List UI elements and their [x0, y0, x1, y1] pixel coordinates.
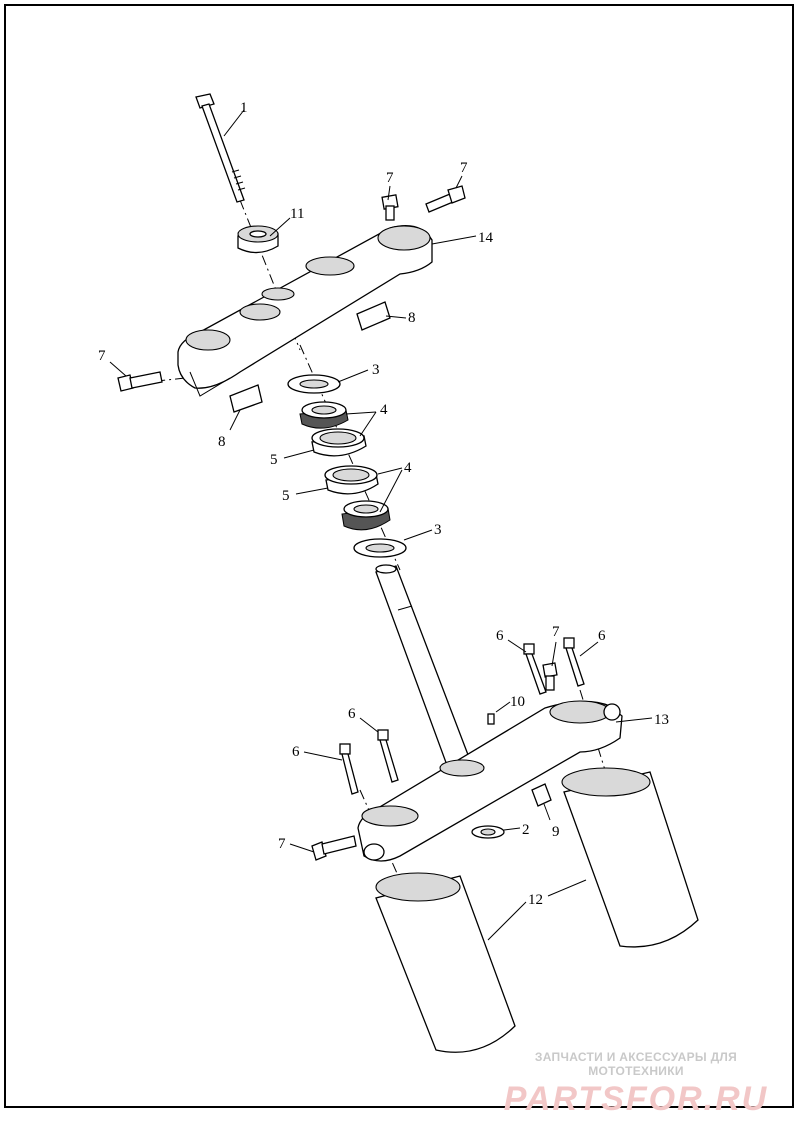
leader-7d [551, 641, 557, 667]
callout-6c: 6 [348, 706, 356, 722]
label-pad-upper [356, 301, 391, 331]
upper-triple-clamp [177, 225, 433, 397]
leader-4a2 [359, 411, 377, 437]
leader-4b2 [379, 469, 403, 513]
callout-5a: 5 [270, 452, 278, 468]
leader-8b [229, 409, 241, 431]
drawing-frame [4, 4, 794, 1108]
leader-14 [431, 235, 477, 245]
dust-seal-upper [287, 374, 341, 394]
callout-12: 12 [528, 892, 543, 908]
leader-13 [615, 717, 653, 723]
callout-1: 1 [240, 100, 248, 116]
watermark: ЗАПЧАСТИ И АКСЕССУАРЫ ДЛЯ МОТОТЕХНИКИ PA… [486, 1050, 786, 1119]
callout-8a: 8 [408, 310, 416, 326]
leader-8a [385, 315, 407, 319]
bearing-race-lower [324, 465, 379, 495]
fork-tube-right [561, 767, 699, 948]
callout-13: 13 [654, 712, 669, 728]
flat-washer [471, 825, 505, 839]
leader-4a [345, 411, 377, 415]
label-pad-lower-clamp [531, 783, 552, 807]
leader-12b [547, 879, 587, 897]
leader-3a [337, 369, 369, 383]
callout-3a: 3 [372, 362, 380, 378]
pinch-bolt-right-b [563, 637, 585, 687]
watermark-logo: PARTSFOR.RU [503, 1080, 769, 1118]
callout-11: 11 [290, 206, 304, 222]
callout-7d: 7 [552, 624, 560, 640]
callout-5b: 5 [282, 488, 290, 504]
leader-10 [495, 701, 511, 713]
leader-5a [283, 449, 315, 459]
callout-6d: 6 [292, 744, 300, 760]
lower-triple-clamp [357, 700, 623, 862]
fork-tube-left [375, 872, 516, 1053]
callout-8b: 8 [218, 434, 226, 450]
callout-9: 9 [552, 824, 560, 840]
leader-7a [387, 185, 391, 201]
callout-10: 10 [510, 694, 525, 710]
leader-7c [109, 361, 127, 377]
leader-6d [303, 751, 343, 761]
callout-3b: 3 [434, 522, 442, 538]
top-bolt-b [425, 185, 466, 213]
pinch-bolt-left-b [377, 729, 399, 783]
callout-2: 2 [522, 822, 530, 838]
callout-7a: 7 [386, 170, 394, 186]
leader-6a [507, 639, 527, 653]
leader-7b [455, 175, 463, 189]
bearing-upper [299, 401, 349, 429]
long-bolt [195, 93, 246, 203]
leader-5b [295, 487, 329, 495]
leader-11 [269, 217, 291, 237]
callout-7b: 7 [460, 160, 468, 176]
lower-side-bolt [311, 835, 357, 861]
label-pad-lower [229, 384, 263, 413]
leader-4b [377, 467, 403, 475]
leader-3b [403, 529, 433, 541]
leader-6c [359, 717, 379, 733]
pinch-bolt-left-a [339, 743, 359, 795]
spacer-washer [237, 225, 279, 254]
callout-7c: 7 [98, 348, 106, 364]
top-bolt-a [381, 194, 399, 221]
callout-6b: 6 [598, 628, 606, 644]
watermark-caption: ЗАПЧАСТИ И АКСЕССУАРЫ ДЛЯ МОТОТЕХНИКИ [534, 1050, 738, 1078]
pinch-bolt-right-a [523, 643, 547, 695]
leader-6b [579, 641, 599, 657]
steering-stem [375, 564, 471, 769]
callout-4a: 4 [380, 402, 388, 418]
callout-7e: 7 [278, 836, 286, 852]
callout-14: 14 [478, 230, 494, 246]
leader-12a [487, 901, 527, 941]
bearing-lower [341, 500, 391, 531]
callout-4b: 4 [404, 460, 412, 476]
lower-clamp-bolt-center [542, 662, 558, 691]
leader-7e [289, 843, 315, 853]
small-pin [487, 713, 495, 725]
callout-6a: 6 [496, 628, 504, 644]
leader-9 [543, 803, 551, 821]
leader-2 [503, 827, 521, 831]
leader-1 [223, 109, 245, 137]
bearing-race-upper [311, 428, 367, 457]
dust-seal-lower [353, 538, 407, 558]
